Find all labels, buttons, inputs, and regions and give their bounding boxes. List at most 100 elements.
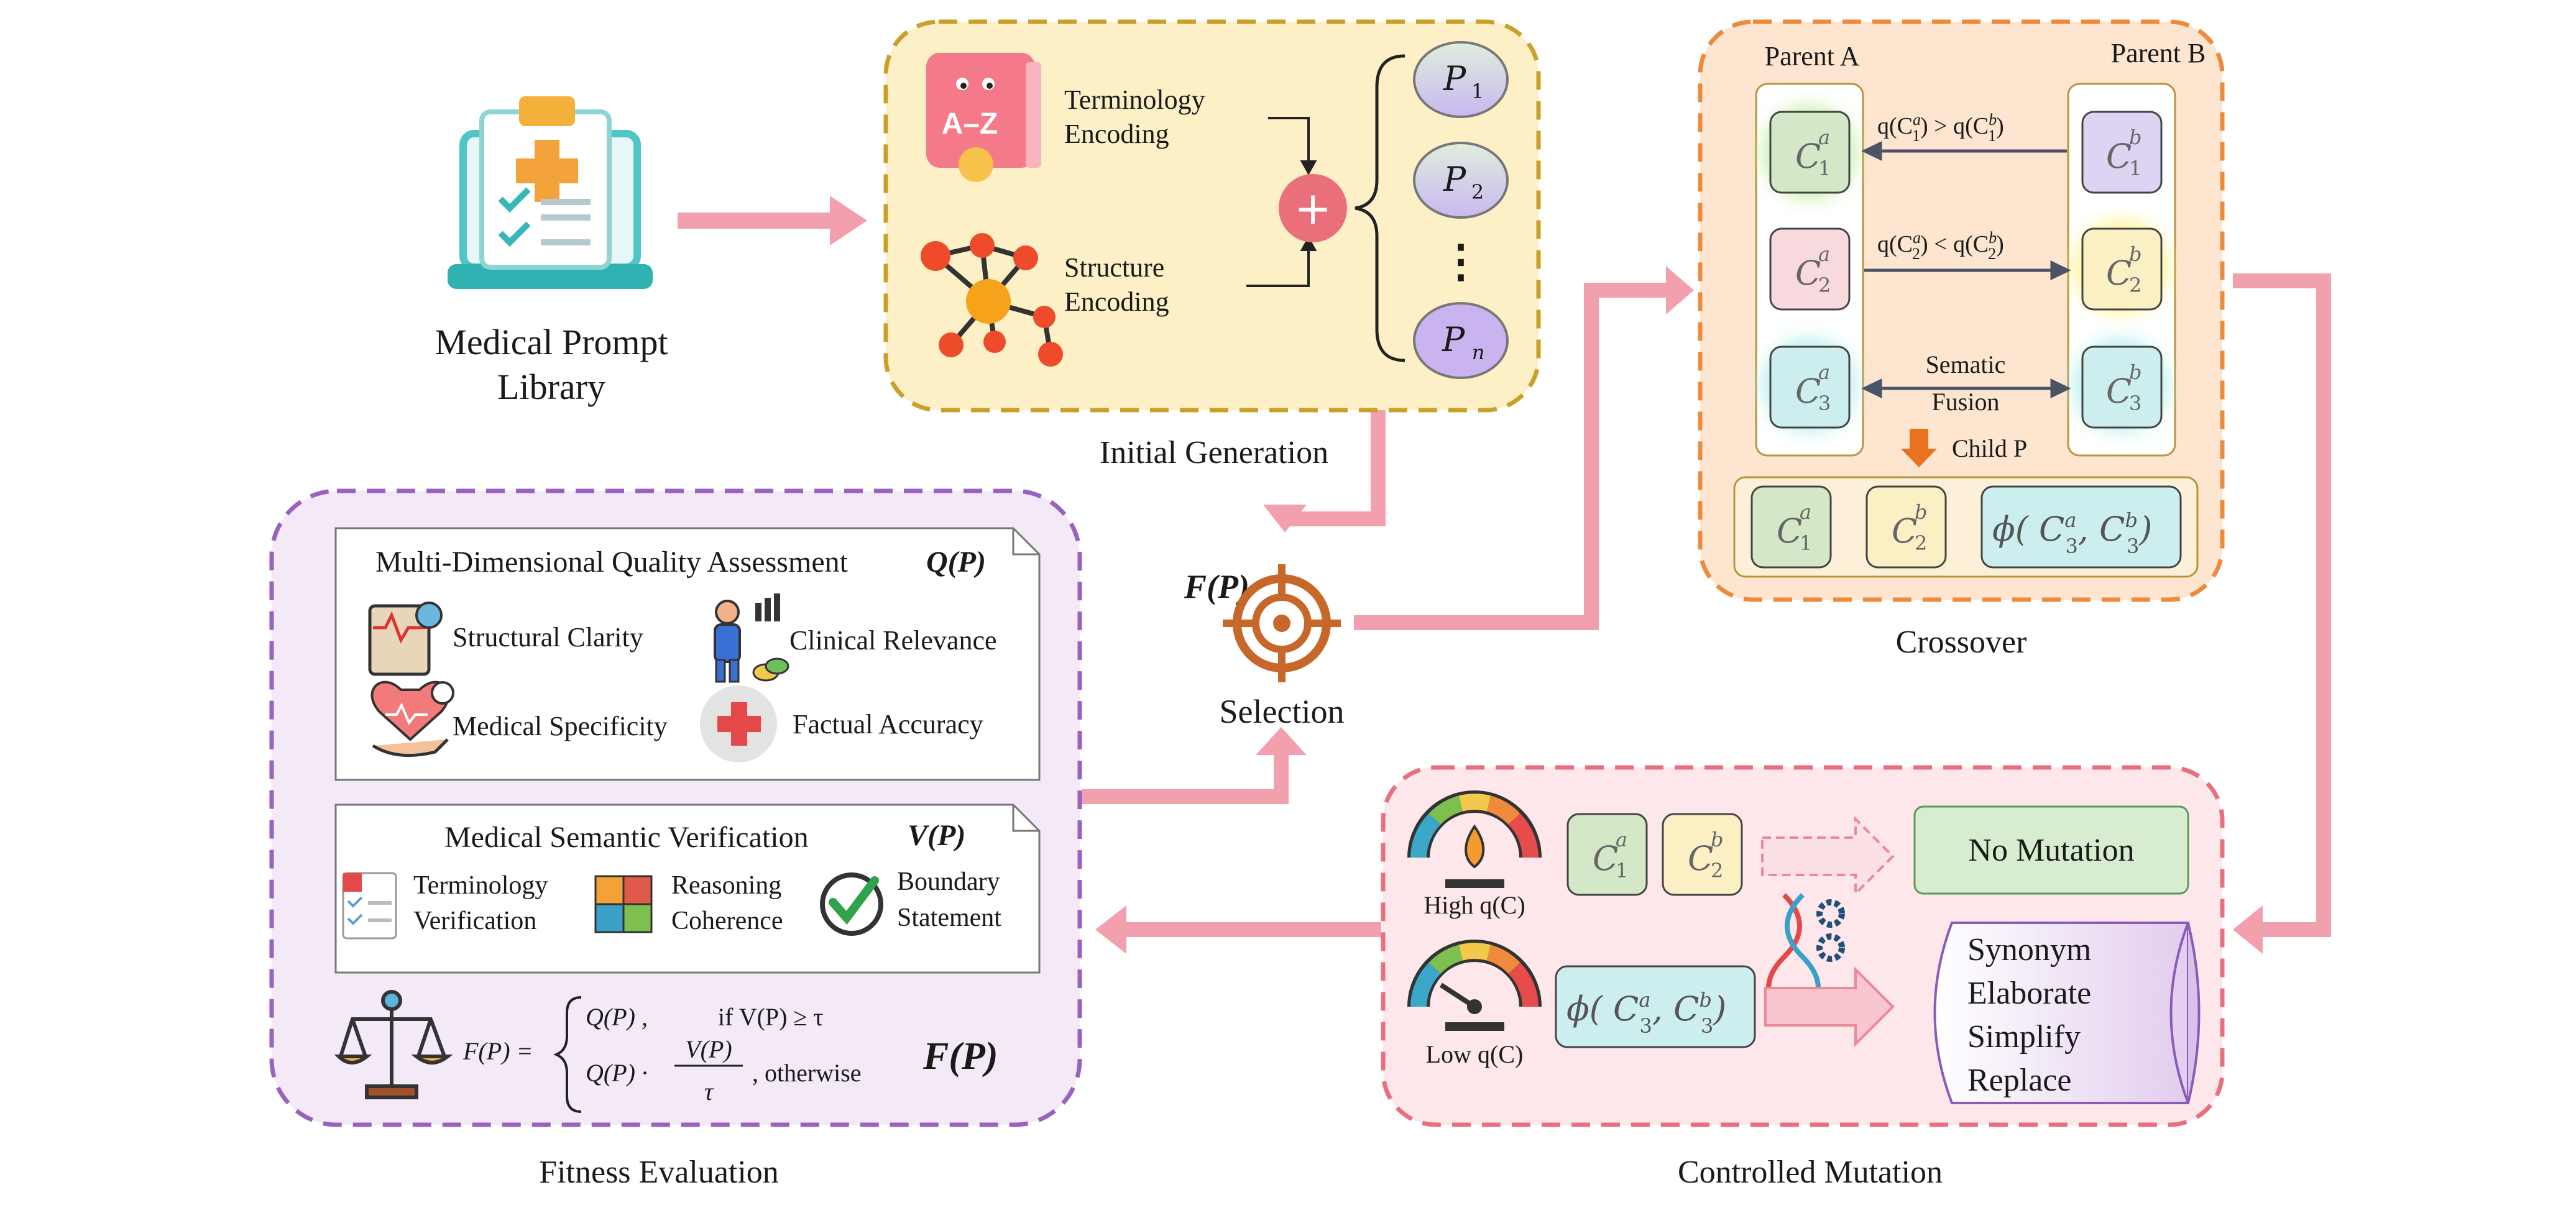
- factual-accuracy-icon: [700, 685, 777, 762]
- pb-c3-sub: 3: [2129, 391, 2141, 415]
- mh-c2-sup: b: [1711, 828, 1723, 851]
- formula-cond2: , otherwise: [752, 1059, 862, 1087]
- combine-plus-icon: [1279, 174, 1347, 242]
- parent-b-cell-2: C b 2: [2081, 227, 2163, 311]
- az-dictionary-icon: A–Z: [926, 53, 1041, 182]
- terminology-verification-icon: [342, 872, 397, 940]
- pa-c2-sub: 2: [1818, 273, 1831, 297]
- controlled-mutation-panel: High q(C) C a 1 C b 2 No Mutation: [1381, 765, 2225, 1190]
- library-title-line1: Medical Prompt: [435, 322, 668, 362]
- combine-plus-symbol: +: [1294, 182, 1332, 234]
- pa-c3-sup: a: [1818, 360, 1830, 384]
- flow-arrows: [678, 196, 2331, 954]
- puzzle-icon: [594, 875, 653, 933]
- formula-frac-num: V(P): [685, 1035, 732, 1063]
- controlled-mutation-caption: Controlled Mutation: [1678, 1155, 1943, 1190]
- high-quality-gauge-icon: [1407, 790, 1542, 888]
- mutation-high-cell-2: C b 2: [1662, 813, 1743, 896]
- operation-simplify: Simplify: [1967, 1019, 2081, 1055]
- pa-c2-sup: a: [1818, 242, 1830, 266]
- pa-c2-base: C: [1795, 254, 1821, 293]
- prompt-p1-base: P: [1443, 59, 1467, 98]
- formula-lhs: F(P) =: [462, 1037, 533, 1065]
- sv-title: Medical Semantic Verification: [444, 821, 809, 854]
- qa-symbol: Q(P): [926, 546, 986, 579]
- clinical-relevance-icon: [714, 593, 789, 683]
- operation-synonym: Synonym: [1967, 932, 2091, 968]
- graph-network-icon: [921, 233, 1063, 367]
- sv-item-terminology-line2: Verification: [413, 907, 536, 935]
- no-mutation-arrow-icon: [1761, 816, 1895, 897]
- structure-encoding-line1: Structure: [1064, 252, 1164, 283]
- parent-b-label: Parent B: [2111, 38, 2206, 68]
- child-c2-sub: 2: [1915, 531, 1927, 555]
- formula-case2: Q(P) ·: [586, 1059, 648, 1087]
- child-down-arrow-icon: [1901, 429, 1937, 467]
- qa-item-clinical-relevance: Clinical Relevance: [789, 625, 997, 656]
- selection-label: Selection: [1220, 693, 1345, 730]
- pb-c2-sup: b: [2129, 242, 2141, 266]
- check-badge-icon: [820, 872, 883, 936]
- pa-c3-sub: 3: [1818, 391, 1831, 415]
- pa-c3-base: C: [1795, 372, 1821, 411]
- prompt-pn-sub: n: [1472, 341, 1485, 364]
- fitness-fp-symbol: F(P): [922, 1035, 998, 1078]
- pa-c1-base: C: [1795, 137, 1821, 176]
- library-title-line2: Library: [497, 367, 605, 407]
- prompt-p1-sub: 1: [1471, 80, 1484, 103]
- terminology-encoding-line1: Terminology: [1064, 85, 1205, 115]
- qa-title: Multi-Dimensional Quality Assessment: [375, 546, 849, 579]
- formula-cond1: if V(P) ≥ τ: [718, 1003, 824, 1031]
- qa-item-medical-specificity: Medical Specificity: [453, 711, 668, 741]
- pb-c1-sup: b: [2129, 126, 2141, 149]
- mh-c1-base: C: [1593, 839, 1618, 878]
- pa-c1-sup: a: [1818, 126, 1830, 149]
- child-c2-sup: b: [1915, 500, 1927, 524]
- sv-item-reasoning-line2: Coherence: [671, 907, 783, 935]
- parent-a-cell-1: C a 1: [1769, 111, 1851, 194]
- pb-c1-sub: 1: [2129, 157, 2141, 180]
- pb-c3-base: C: [2106, 372, 2132, 411]
- crossover-panel: Parent A Parent B C a 1 C a 2 C a 3: [1698, 19, 2225, 660]
- parent-a-cell-3: C a 3: [1769, 346, 1851, 429]
- prompt-p2-sub: 2: [1471, 180, 1484, 204]
- quality-assessment-card: Multi-Dimensional Quality Assessment Q(P…: [334, 527, 1041, 781]
- sv-symbol: V(P): [908, 819, 965, 852]
- sv-item-boundary-line1: Boundary: [897, 867, 1000, 896]
- mh-c2-sub: 2: [1711, 859, 1723, 882]
- qa-item-factual-accuracy: Factual Accuracy: [793, 709, 983, 739]
- medical-specificity-icon: [370, 680, 454, 758]
- target-icon: [1223, 564, 1341, 682]
- balance-scale-icon: [334, 990, 453, 1099]
- formula-case1: Q(P) ,: [586, 1003, 648, 1031]
- parent-a-cell-2: C a 2: [1769, 227, 1851, 311]
- low-q-label: Low q(C): [1426, 1040, 1524, 1068]
- mh-c1-sup: a: [1616, 828, 1627, 851]
- semantic-fusion-line2: Fusion: [1932, 388, 2000, 416]
- mutate-arrow-icon: [1764, 966, 1895, 1047]
- initial-generation-panel: A–Z Terminology Encoding Structure Encod…: [883, 19, 1541, 470]
- structure-encoding-line2: Encoding: [1064, 286, 1169, 317]
- parent-a-label: Parent A: [1765, 41, 1860, 71]
- mh-c2-base: C: [1688, 839, 1713, 878]
- sv-item-terminology-line1: Terminology: [413, 871, 548, 900]
- formula-frac-den: τ: [704, 1078, 714, 1105]
- child-c1-sub: 1: [1800, 531, 1812, 555]
- child-cell-2: C b 2: [1865, 485, 1947, 569]
- fitness-formula: F(P) = Q(P) , if V(P) ≥ τ Q(P) · V(P) τ …: [334, 990, 998, 1113]
- pb-c1-base: C: [2106, 137, 2132, 176]
- terminology-encoding-line2: Encoding: [1064, 119, 1169, 149]
- pb-c2-base: C: [2106, 254, 2132, 293]
- semantic-verification-card: Medical Semantic Verification V(P) Termi…: [334, 803, 1041, 974]
- prompt-population: P 1 P 2 ⋮ P n: [1413, 41, 1509, 379]
- child-c2-base: C: [1892, 511, 1917, 551]
- laptop-clipboard-icon: [448, 96, 653, 289]
- qa-item-structural-clarity: Structural Clarity: [453, 622, 643, 652]
- child-p-label: Child P: [1952, 434, 2027, 462]
- no-mutation-box: [1913, 805, 2189, 895]
